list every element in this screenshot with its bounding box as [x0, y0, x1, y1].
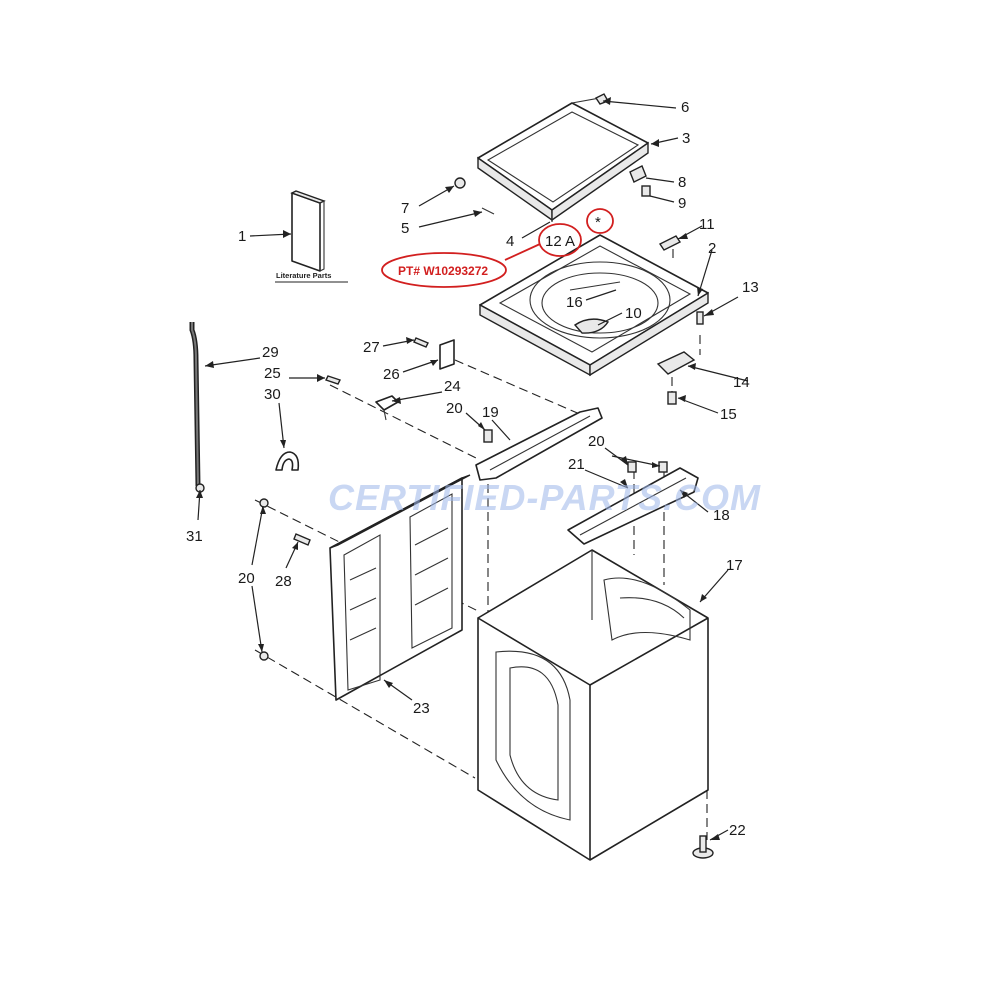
- clip: [275, 451, 300, 471]
- callout-5: 5: [401, 220, 409, 237]
- leveling-foot: [692, 835, 714, 859]
- callout-6: 6: [681, 99, 689, 116]
- hose: [189, 322, 205, 493]
- callout-15: 15: [720, 406, 737, 423]
- part-highlight: 12 A * PT# W10293272: [381, 208, 614, 288]
- callout-31: 31: [186, 528, 203, 545]
- callout-16: 16: [566, 294, 583, 311]
- callout-numbers: 6 3 8 9 7 5 4 1 11 2 13 16 10 14 15 29 2…: [186, 99, 759, 839]
- callout-25: 25: [264, 365, 281, 382]
- callout-20-upper: 20: [446, 400, 463, 417]
- callout-21: 21: [568, 456, 585, 473]
- asterisk-marker: *: [595, 214, 601, 231]
- callout-27: 27: [363, 339, 380, 356]
- rear-bracket: [567, 467, 699, 545]
- callout-3: 3: [682, 130, 690, 147]
- watermark: CERTIFIED-PARTS.COM: [328, 477, 761, 518]
- callout-12a: 12 A: [545, 233, 575, 250]
- callout-18: 18: [713, 507, 730, 524]
- highlight-circle-asterisk: [586, 208, 614, 234]
- callout-1: 1: [238, 228, 246, 245]
- callout-13: 13: [742, 279, 759, 296]
- callout-11: 11: [699, 216, 715, 233]
- highlight-connector: [504, 243, 541, 261]
- callout-20-right: 20: [588, 433, 605, 450]
- callout-24: 24: [444, 378, 461, 395]
- front-bracket: [475, 407, 603, 481]
- hinge-screws: [454, 93, 704, 405]
- top-cover: [479, 234, 709, 377]
- part-number-label: PT# W10293272: [398, 264, 488, 278]
- highlight-ellipse-part-number: [381, 252, 507, 288]
- callout-10: 10: [625, 305, 642, 322]
- callout-29: 29: [262, 344, 279, 361]
- screws: [259, 337, 668, 661]
- leader-lines: [196, 97, 749, 841]
- callout-8: 8: [678, 174, 686, 191]
- highlight-circle-12a: [538, 223, 582, 257]
- brackets-small: [375, 339, 455, 421]
- callout-28: 28: [275, 573, 292, 590]
- callout-14: 14: [733, 374, 750, 391]
- callout-19: 19: [482, 404, 499, 421]
- callout-9: 9: [678, 195, 686, 212]
- literature-parts-label: Literature Parts: [276, 271, 331, 280]
- callout-26: 26: [383, 366, 400, 383]
- front-panel: [329, 474, 471, 701]
- callout-23: 23: [413, 700, 430, 717]
- callout-4: 4: [506, 233, 514, 250]
- callout-22: 22: [729, 822, 746, 839]
- callout-2: 2: [708, 240, 716, 257]
- callout-17: 17: [726, 557, 743, 574]
- callout-20-left: 20: [238, 570, 255, 587]
- cabinet: [477, 549, 709, 861]
- callout-30: 30: [264, 386, 281, 403]
- literature-booklet: [275, 190, 348, 283]
- washer-lid: [477, 97, 649, 222]
- callout-7: 7: [401, 200, 409, 217]
